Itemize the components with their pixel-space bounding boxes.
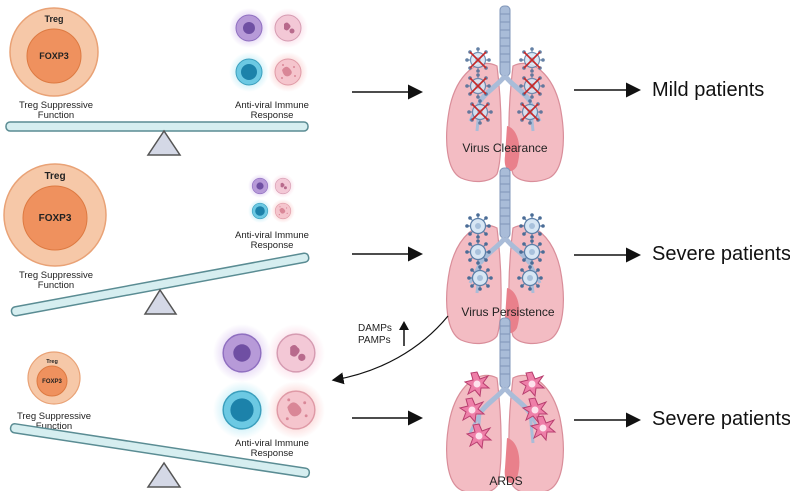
treg-function-label-2: Function	[38, 280, 74, 291]
lungs-icon	[447, 318, 564, 491]
immune-cell-cluster	[247, 173, 296, 224]
lymphocyte-icon	[212, 380, 272, 440]
lungs-caption: Virus Clearance	[462, 141, 547, 155]
immune-response-label: Anti-viral Immune	[235, 230, 309, 241]
outcome-label: Severe patients	[652, 243, 790, 265]
foxp3-label: FOXP3	[39, 51, 69, 61]
immune-response-label: Anti-viral Immune	[235, 100, 309, 111]
foxp3-label: FOXP3	[42, 379, 62, 385]
immune-response-label-2: Response	[251, 110, 294, 121]
row-virus-clearance: Treg FOXP3 Treg Suppressive Function Ant…	[5, 6, 764, 181]
dendritic-cell-icon	[228, 7, 270, 49]
damps-label: DAMPs	[358, 323, 392, 334]
pamps-label: PAMPs	[358, 335, 391, 346]
neutrophil-icon	[266, 380, 326, 440]
seesaw-board	[9, 423, 311, 478]
immune-cell-cluster	[212, 323, 326, 440]
feedback-arrow	[331, 315, 449, 385]
dendritic-cell-icon	[212, 323, 272, 383]
treg-cell: Treg FOXP3	[9, 7, 99, 97]
row-virus-persistence: Treg FOXP3 Treg Suppressive Function Ant…	[3, 163, 790, 343]
seesaw-fulcrum	[146, 129, 182, 156]
treg-cell: Treg FOXP3	[27, 351, 81, 405]
seesaw-fulcrum	[143, 288, 178, 315]
macrophage-icon	[266, 323, 326, 383]
seesaw-board	[5, 121, 309, 132]
treg-function-label-2: Function	[36, 421, 72, 432]
lymphocyte-icon	[228, 51, 270, 93]
outcome-label: Severe patients	[652, 408, 790, 430]
treg-cell: Treg FOXP3	[3, 163, 107, 267]
treg-label: Treg	[44, 14, 63, 24]
macrophage-icon	[270, 173, 296, 199]
treg-function-label: Treg Suppressive	[19, 270, 93, 281]
immune-response-label: Anti-viral Immune	[235, 438, 309, 449]
up-arrow-icon	[399, 321, 409, 346]
treg-label: Treg	[46, 359, 58, 365]
lungs-caption: ARDS	[489, 474, 522, 488]
macrophage-icon	[267, 7, 309, 49]
treg-function-label-2: Function	[38, 110, 74, 121]
lungs-caption: Virus Persistence	[461, 305, 554, 319]
seesaw-board	[10, 252, 310, 317]
immune-response-label-2: Response	[251, 240, 294, 251]
seesaw-fulcrum	[146, 461, 182, 488]
treg-function-label: Treg Suppressive	[17, 411, 91, 422]
immune-response-label-2: Response	[251, 448, 294, 459]
dendritic-cell-icon	[247, 173, 273, 199]
neutrophil-icon	[267, 51, 309, 93]
treg-label: Treg	[44, 171, 65, 182]
lungs-icon	[447, 6, 564, 181]
immune-cell-cluster	[228, 7, 309, 93]
foxp3-label: FOXP3	[39, 213, 72, 224]
lymphocyte-icon	[247, 198, 273, 224]
outcome-label: Mild patients	[652, 79, 764, 101]
row-ards: Treg FOXP3 Treg Suppressive Function Ant…	[9, 318, 790, 491]
treg-function-label: Treg Suppressive	[19, 100, 93, 111]
neutrophil-icon	[270, 198, 296, 224]
